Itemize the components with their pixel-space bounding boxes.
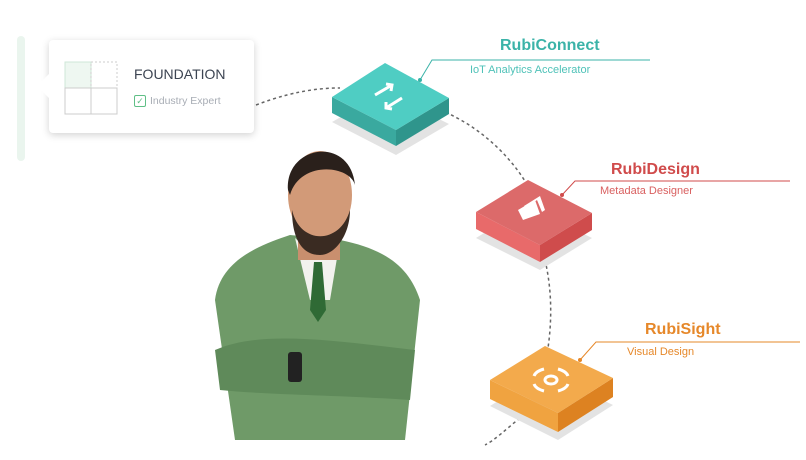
arrows-exchange-icon: [374, 82, 403, 111]
person-photo: [215, 151, 420, 440]
rubisight-title[interactable]: RubiSight: [645, 321, 721, 338]
checkbox-icon: ✓: [134, 95, 146, 107]
rubidesign-subtitle: Metadata Designer: [600, 185, 693, 197]
industry-expert-badge: ✓ Industry Expert: [134, 95, 221, 107]
foundation-card: FOUNDATION ✓ Industry Expert: [37, 40, 254, 133]
foundation-title: FOUNDATION: [134, 66, 226, 82]
rubisight-block[interactable]: [490, 341, 800, 440]
badge-label: Industry Expert: [150, 95, 221, 107]
rubidesign-title[interactable]: RubiDesign: [611, 161, 700, 178]
puzzle-icon: [64, 61, 118, 115]
target-icon: [532, 367, 570, 393]
rubidesign-block[interactable]: [476, 180, 790, 270]
rubiconnect-block[interactable]: [332, 59, 650, 155]
rubiconnect-title[interactable]: RubiConnect: [500, 37, 600, 54]
connector-path: [255, 87, 552, 446]
rubisight-subtitle: Visual Design: [627, 346, 695, 358]
rubiconnect-subtitle: IoT Analytics Accelerator: [470, 64, 591, 76]
layers-icon: [518, 196, 545, 220]
side-accent-bar: [17, 36, 25, 161]
